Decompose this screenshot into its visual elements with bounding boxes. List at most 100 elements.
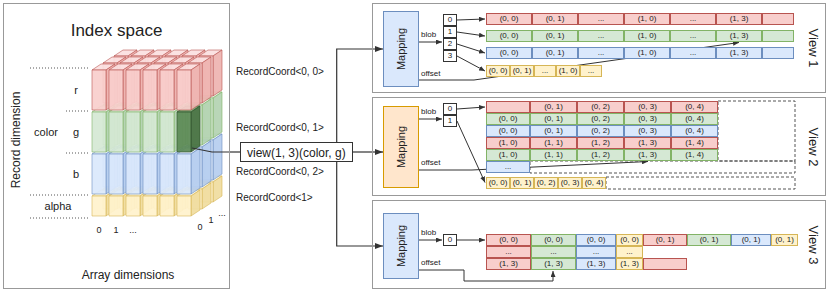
blob-index-cell: 2 [443, 38, 457, 50]
cell-text: (0, 1) [513, 66, 532, 75]
array-cell [762, 13, 794, 25]
array-cell: ... [486, 246, 531, 258]
cube-face [109, 112, 123, 152]
blob-label: blob [421, 228, 436, 237]
cell-text: (0, 0) [499, 126, 518, 135]
dotted-tick [30, 68, 88, 69]
offset-arrow [418, 162, 648, 171]
array-cell: (0, 3) [624, 125, 671, 137]
cell-text: (0, 0) [499, 235, 518, 244]
cube-face [92, 70, 106, 110]
array-cell: (0, 1) [530, 125, 577, 137]
blob-index-cell: 0 [443, 14, 457, 26]
cube-face [213, 134, 222, 180]
array-cell: (0, 0) [576, 234, 616, 246]
array-cell [762, 47, 794, 59]
cell-text: ... [598, 31, 605, 40]
cell-text: (1, 4) [685, 150, 704, 159]
cell-text: 1 [448, 27, 452, 36]
cube-face [191, 64, 200, 110]
array-cell: (0, 0) [616, 234, 643, 246]
record-coord: RecordCoord<1> [236, 192, 313, 204]
cell-text: 0 [448, 235, 452, 244]
cube-face [143, 70, 157, 110]
cube-face [109, 154, 123, 194]
array-cell: (1, 0) [624, 13, 670, 25]
cell-text: 0 [448, 15, 452, 24]
cell-text: (1, 3) [638, 150, 657, 159]
array-cell: (1, 3) [716, 13, 762, 25]
array-cell: (0, 1) [731, 234, 771, 246]
cell-text: (0, 1) [775, 235, 794, 244]
cell-text: ... [588, 66, 595, 75]
node-label: View 1 [806, 29, 821, 68]
array-cell: (0, 3) [624, 101, 671, 113]
cube-face [126, 196, 140, 216]
cell-text: ... [690, 14, 697, 23]
blob-index-cell: 1 [443, 115, 457, 127]
index-space-panel: Index space [3, 3, 230, 289]
cube-face [177, 196, 191, 216]
cube-face [213, 92, 222, 138]
cell-text: (1, 0) [559, 66, 578, 75]
node-label: Mapping [395, 28, 408, 70]
array-cell [643, 258, 687, 270]
cube-face [126, 70, 140, 110]
cell-text: (0, 0) [620, 235, 639, 244]
array-cell: (1, 4) [671, 149, 718, 161]
cell-text: (0, 1) [656, 235, 675, 244]
cell-text: (0, 0) [587, 235, 606, 244]
offset-label: offset [421, 158, 440, 167]
connector [353, 151, 383, 152]
blob-arrow [457, 107, 485, 109]
node-label: View 3 [806, 225, 821, 264]
blob-label: blob [421, 107, 436, 116]
array-cell: (1, 2) [577, 137, 624, 149]
cell-text: (1, 4) [685, 138, 704, 147]
array-cell: ... [578, 13, 624, 25]
record-label: g [73, 126, 79, 139]
array-cell: (0, 4) [671, 101, 718, 113]
offset-arrow [418, 43, 739, 81]
array-cell: (1, 3) [616, 258, 643, 270]
cube-face [143, 112, 157, 152]
cell-text: (1, 3) [730, 31, 749, 40]
array-cell: (1, 0) [486, 137, 530, 149]
array-cell: (1, 3) [486, 258, 531, 270]
cell-text: ... [505, 162, 512, 171]
array-cell: (0, 0) [486, 177, 510, 189]
array-cell: (1, 3) [624, 137, 671, 149]
array-cell: (0, 0) [486, 13, 532, 25]
cell-text: (0, 2) [537, 178, 556, 187]
array-cell: ... [670, 30, 716, 42]
axis-index: 0 [96, 225, 101, 235]
cell-text: 0 [448, 104, 452, 113]
cube-face [92, 112, 106, 152]
cell-text: (1, 0) [499, 138, 518, 147]
array-cell: (0, 2) [577, 113, 624, 125]
cube-face [143, 196, 157, 216]
array-cell: ... [534, 65, 556, 77]
cell-text: (0, 2) [591, 102, 610, 111]
cell-text: ... [542, 66, 549, 75]
record-label: r [74, 84, 78, 97]
blob-arrow [418, 240, 442, 241]
array-cell: (0, 3) [558, 177, 582, 189]
cell-text: (0, 4) [585, 178, 604, 187]
array-cell: (0, 4) [671, 113, 718, 125]
cube-face [191, 190, 200, 216]
array-cell: (0, 0) [486, 125, 530, 137]
cube-face [126, 154, 140, 194]
array-cell: (0, 2) [577, 101, 624, 113]
dotted-tick [30, 195, 88, 196]
array-cell: (1, 3) [624, 149, 671, 161]
cell-text: (0, 1) [700, 235, 719, 244]
cell-text: ... [593, 247, 600, 256]
array-cell: (0, 0) [486, 65, 510, 77]
array-cell: ... [670, 47, 716, 59]
array-cell: (1, 0) [556, 65, 580, 77]
cube-face [202, 99, 211, 145]
array-cell: ... [578, 30, 624, 42]
offset-arrow [418, 270, 553, 281]
cell-text: (0, 4) [685, 126, 704, 135]
